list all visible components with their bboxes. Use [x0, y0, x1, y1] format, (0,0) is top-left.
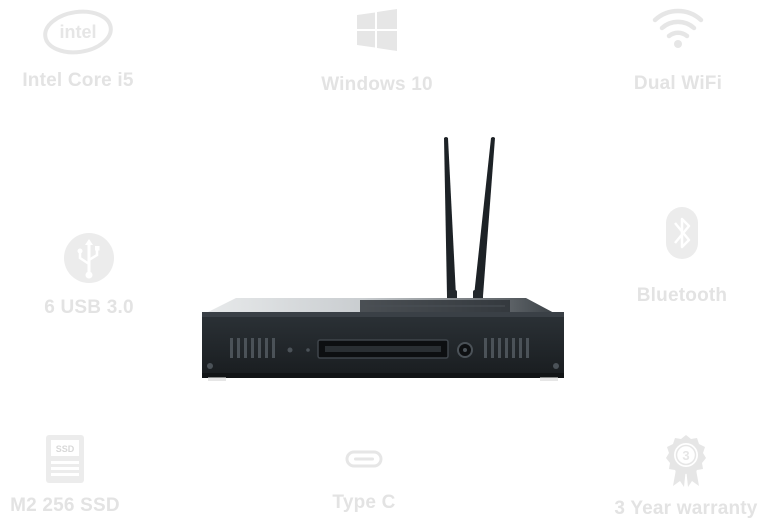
bluetooth-icon: [666, 207, 698, 259]
ssd-chip-text: SSD: [56, 444, 75, 454]
feature-intel: intel Intel Core i5: [0, 6, 178, 92]
feature-ssd: SSD M2 256 SSD: [0, 434, 165, 517]
vent-right: [484, 338, 529, 358]
vent-left: [230, 338, 275, 358]
feature-intel-label: Intel Core i5: [22, 70, 134, 91]
feature-usb: 6 USB 3.0: [0, 232, 189, 319]
antenna-right: [473, 137, 495, 300]
usb-icon: [64, 233, 114, 283]
intel-logo-icon: intel: [43, 9, 113, 55]
feature-typec: Type C: [264, 450, 464, 514]
wifi-icon: [652, 8, 704, 48]
feature-windows: Windows 10: [277, 8, 477, 96]
warranty-badge-text: 3: [682, 448, 689, 463]
type-c-port-icon: [345, 450, 383, 468]
windows-logo-icon: [357, 9, 397, 51]
feature-ssd-label: M2 256 SSD: [10, 495, 120, 516]
warranty-badge-icon: 3: [666, 435, 706, 487]
feature-wifi: Dual WiFi: [578, 6, 768, 95]
feature-wifi-label: Dual WiFi: [633, 73, 723, 94]
feature-bluetooth-label: Bluetooth: [636, 285, 728, 306]
feature-bluetooth: Bluetooth: [582, 206, 768, 307]
feature-usb-label: 6 USB 3.0: [44, 297, 134, 318]
feature-windows-label: Windows 10: [321, 74, 433, 95]
antenna-left: [444, 137, 457, 300]
feature-typec-label: Type C: [332, 492, 396, 513]
mini-pc-device: [202, 137, 564, 381]
feature-warranty: 3 3 Year warranty: [586, 434, 768, 520]
ssd-icon: SSD: [46, 435, 84, 483]
intel-logo-text: intel: [59, 22, 96, 42]
feature-warranty-label: 3 Year warranty: [614, 498, 758, 519]
